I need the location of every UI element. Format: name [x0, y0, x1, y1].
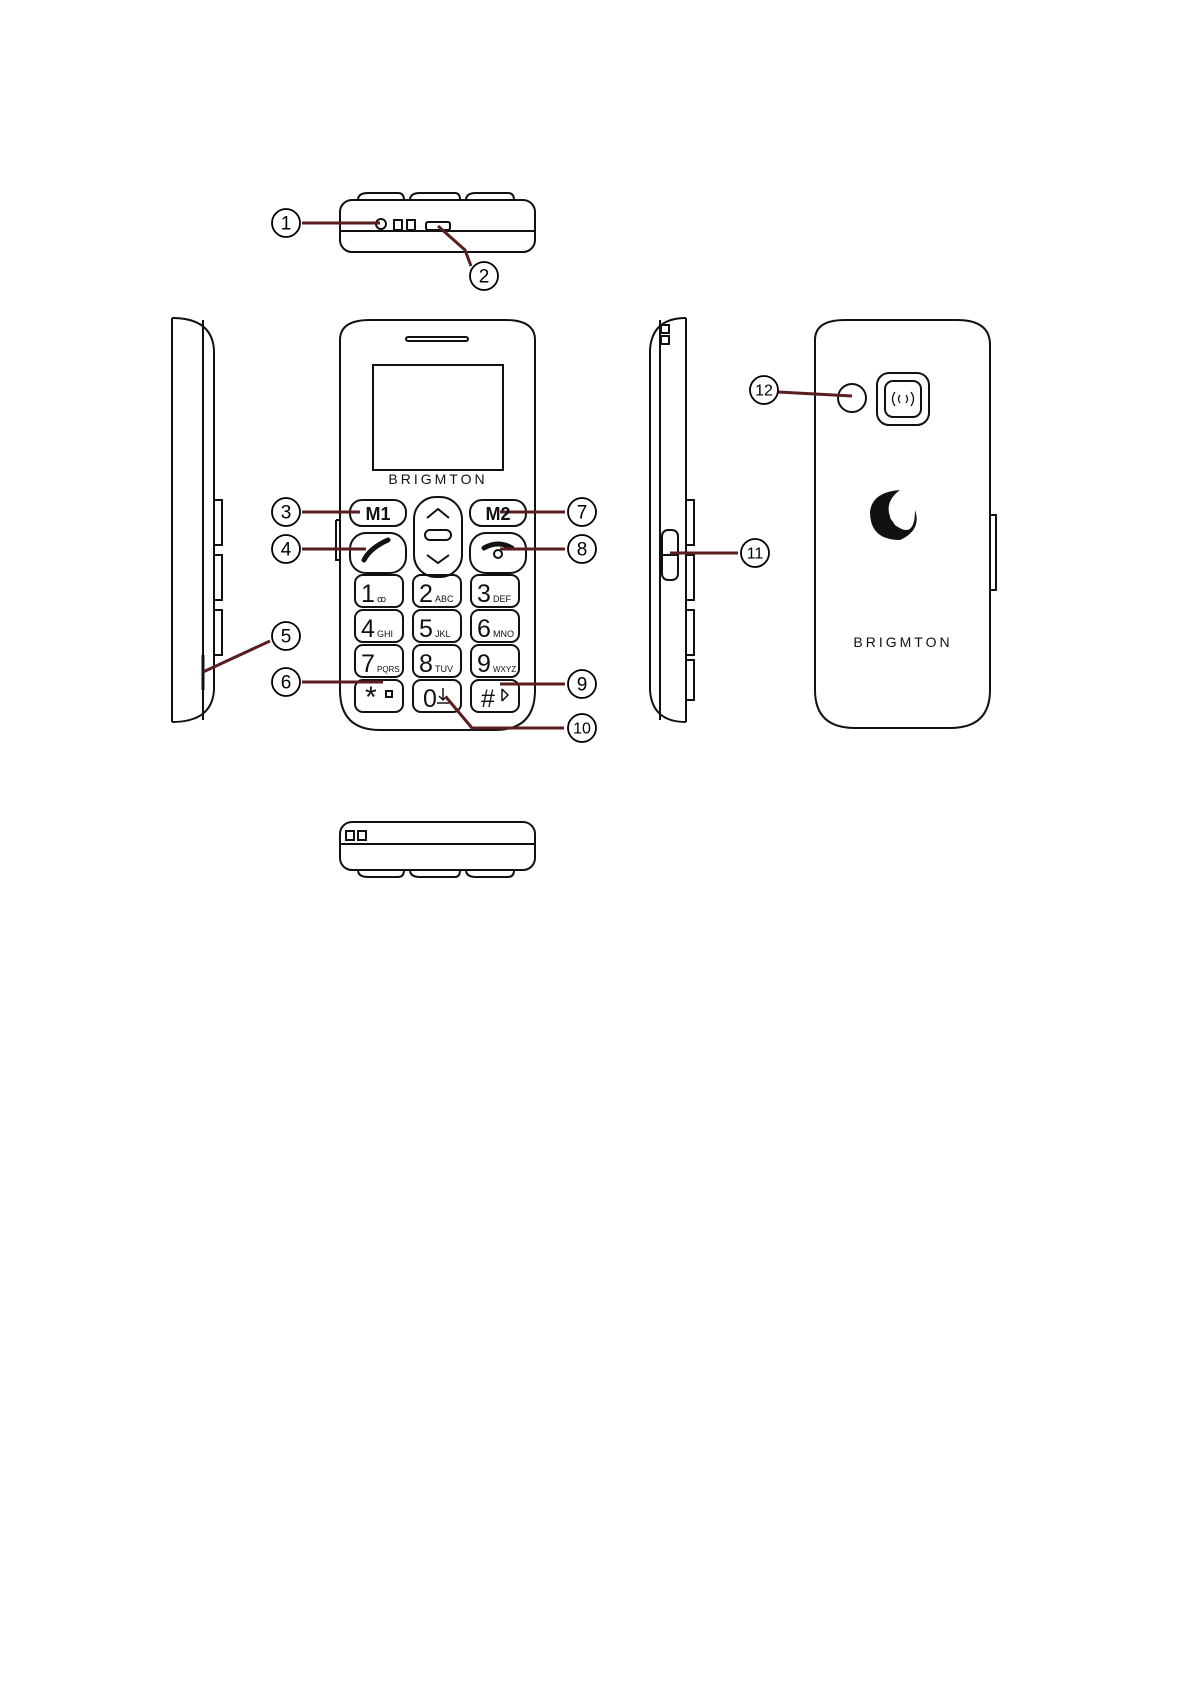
brand-label-front: BRIGMTON	[388, 471, 487, 487]
key-1-digit: 1	[361, 580, 375, 608]
key-0-digit: 0	[423, 685, 437, 713]
phone-end-icon	[484, 544, 512, 548]
key-2-letters: ABC	[435, 594, 454, 604]
arrow-down-icon	[427, 555, 449, 563]
earpiece	[406, 337, 468, 341]
callout-1: 1	[281, 214, 292, 235]
callout-11: 11	[747, 546, 764, 563]
key-9-letters: WXYZ	[493, 665, 516, 674]
bluetooth-icon	[502, 689, 508, 701]
phone-bottom-view	[340, 822, 535, 877]
key-star-digit: *	[365, 681, 377, 714]
key-7-letters: PQRS	[377, 665, 400, 674]
key-9-digit: 9	[477, 650, 491, 678]
key-7-digit: 7	[361, 650, 375, 678]
callout-4: 4	[281, 540, 292, 561]
phone-screen	[373, 365, 503, 470]
callout-10: 10	[573, 721, 591, 738]
phone-right-side-view	[650, 318, 694, 722]
key-5-letters: JKL	[435, 629, 451, 639]
key-hash-digit: #	[481, 685, 495, 713]
callout-8: 8	[577, 540, 588, 561]
end-key	[470, 533, 526, 573]
key-4-digit: 4	[361, 615, 375, 643]
key-1-letters: ꝏ	[377, 594, 386, 604]
m1-key-label: M1	[365, 504, 390, 524]
key-6-letters: MNO	[493, 629, 514, 639]
key-3-digit: 3	[477, 580, 491, 608]
brand-label-back: BRIGMTON	[853, 634, 952, 650]
key-8-digit: 8	[419, 650, 433, 678]
callout-3: 3	[281, 503, 292, 524]
phone-left-side-view	[172, 318, 222, 722]
key-3-letters: DEF	[493, 594, 512, 604]
callout-7: 7	[577, 503, 588, 524]
phone-back-view	[815, 320, 996, 728]
callout-2: 2	[479, 267, 490, 288]
key-2-digit: 2	[419, 580, 433, 608]
callout-9: 9	[577, 675, 588, 696]
phone-call-icon	[364, 540, 388, 560]
power-icon	[494, 550, 502, 558]
key-6-digit: 6	[477, 615, 491, 643]
m2-key-label: M2	[485, 504, 510, 524]
lock-icon	[386, 691, 392, 697]
callout-5: 5	[281, 627, 292, 648]
callout-12: 12	[755, 383, 773, 400]
key-8-letters: TUV	[435, 664, 453, 674]
camera-icon	[838, 384, 866, 412]
key-5-digit: 5	[419, 615, 433, 643]
callout-6: 6	[281, 673, 292, 694]
arrow-up-icon	[427, 509, 449, 518]
leader-lines	[203, 223, 852, 728]
call-key	[350, 533, 406, 573]
key-4-letters: GHI	[377, 629, 393, 639]
